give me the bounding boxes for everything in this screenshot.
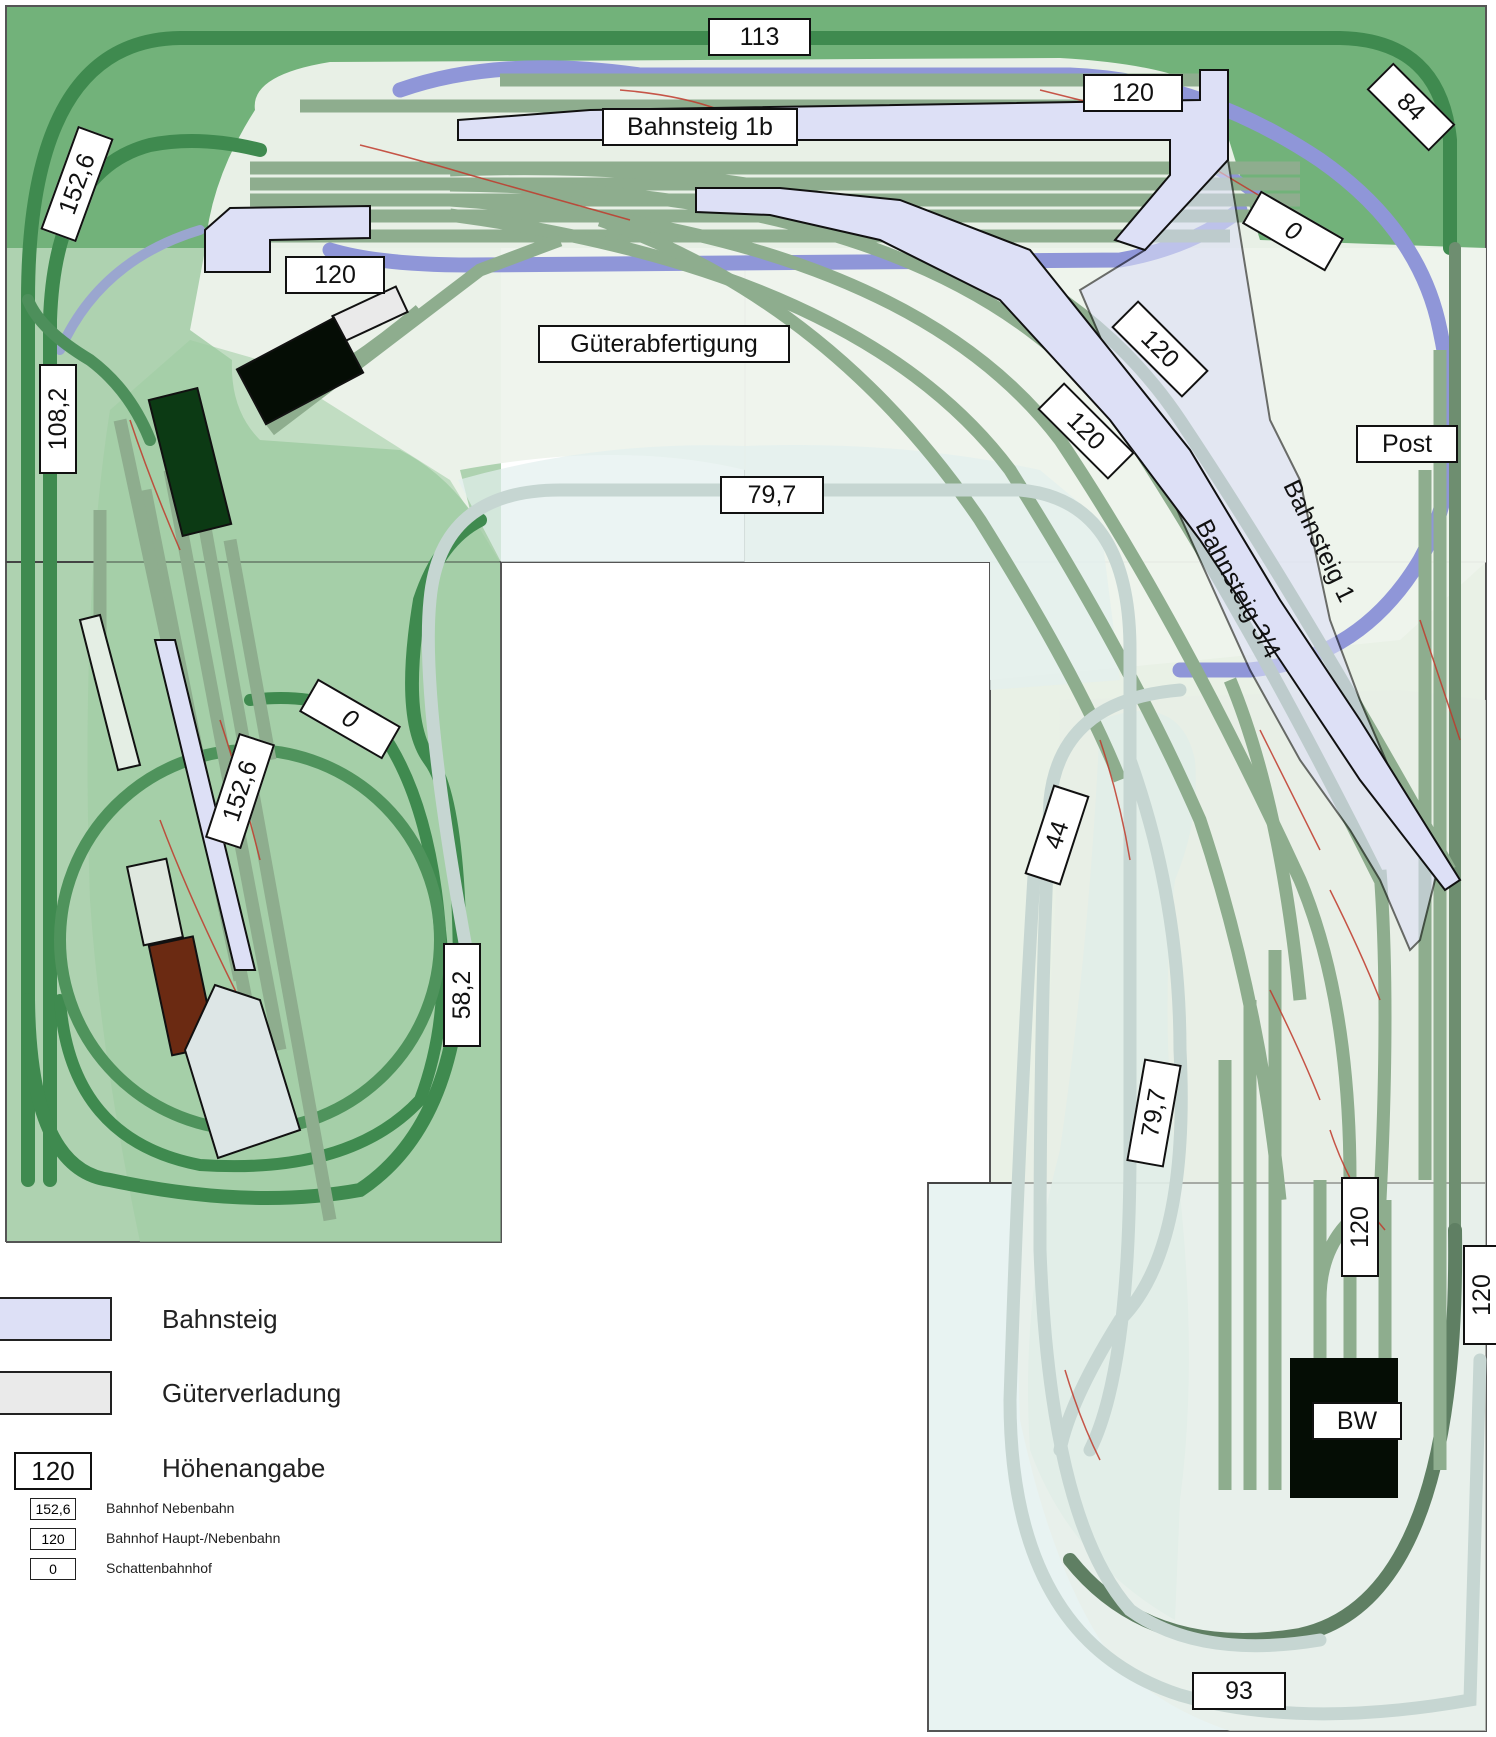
pale-loop-outer [1003,853,1487,1721]
track-bw-curve [1313,869,1392,1301]
legend-freight-label: Güterverladung [162,1378,342,1408]
legend-height-sample: 120 [14,1452,92,1490]
height-label-left-helix: 58,2 [443,943,481,1047]
main-left-track [22,294,156,446]
legend-item-value-3: 0 [30,1558,76,1580]
left-dark-building [147,386,233,538]
pale-loop-inner [1033,683,1327,1653]
switch-m [1419,619,1461,741]
legend-height-label: Höhenangabe [162,1453,326,1483]
track-curve-3 [449,193,1357,1181]
switch-k [1269,989,1321,1101]
main-inner-loop [43,134,267,1187]
switch-o [1064,1369,1101,1461]
switch-n [1099,739,1131,861]
switch-b [469,174,631,221]
station-label-post: Post [1356,425,1458,463]
legend-item-text-1: Bahnhof Nebenbahn [106,1500,235,1516]
shadow-track-1 [392,60,1459,678]
legend-platform-label: Bahnsteig [162,1304,278,1334]
platform-left-2 [153,639,257,971]
height-label-mid-top: 79,7 [720,476,824,514]
switch-a [359,144,471,176]
shadow-track-3 [55,225,205,355]
station-label-bahnsteig-1b: Bahnsteig 1b [602,108,798,146]
platform-3-4 [695,187,1462,892]
legend-freight-swatch [0,1371,112,1415]
switch-i [1259,729,1321,851]
station-label-bw: BW [1312,1402,1402,1440]
track-left-3 [163,468,287,1052]
left-shed [125,857,185,947]
station-label-gueterabfertigung: Güterabfertigung [538,325,790,363]
center-strip [458,445,1120,690]
height-label-left: 108,2 [39,364,77,474]
legend-platform-swatch [0,1297,112,1341]
height-label-station-upper: 120 [1083,74,1183,112]
switch-c [619,89,721,111]
switch-j [1329,889,1381,1001]
height-label-bottom: 93 [1192,1672,1286,1710]
height-label-right-edge: 120 [1463,1245,1496,1345]
platform-left-top [204,204,371,273]
legend-item-value-1: 152,6 [30,1498,76,1520]
switch-f [129,419,181,551]
legend-item-text-2: Bahnhof Haupt-/Nebenbahn [106,1530,281,1546]
legend-item-text-3: Schattenbahnhof [106,1560,212,1576]
switch-h [159,819,241,1001]
track-left-4 [193,498,337,1222]
height-label-bw-track: 120 [1341,1177,1379,1277]
left-freight-yard [183,983,302,1160]
track-right-inner [1223,677,1307,1001]
height-label-station-left: 120 [285,256,385,294]
main-line [21,31,1463,1647]
pale-s-curve [1053,753,1188,1457]
center-cutout [501,562,990,1183]
legend-item-value-2: 120 [30,1528,76,1550]
main-outer-loop [21,31,1457,1187]
legend-swatches [0,1297,112,1415]
height-label-top: 113 [708,18,811,56]
goods-building [235,316,365,426]
track-left-5 [223,538,277,762]
platform-left-1 [78,613,142,772]
